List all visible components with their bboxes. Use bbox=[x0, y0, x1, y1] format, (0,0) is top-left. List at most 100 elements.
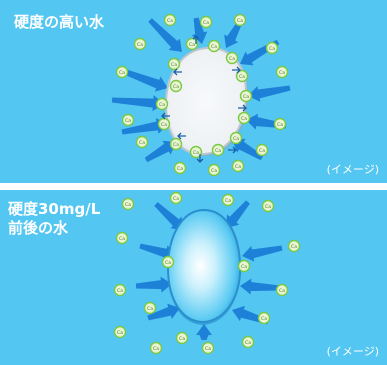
repelled-arrow-icon bbox=[228, 146, 237, 154]
calcium-ion-icon: Ca bbox=[273, 117, 287, 131]
calcium-ion-icon: Ca bbox=[237, 111, 251, 125]
svg-text:Ca: Ca bbox=[241, 264, 247, 270]
pressure-arrow-icon bbox=[148, 18, 182, 53]
svg-text:Ca: Ca bbox=[137, 42, 143, 48]
calcium-ion-icon: Ca bbox=[185, 37, 199, 51]
calcium-ion-icon: Ca bbox=[225, 51, 239, 65]
calcium-ion-icon: Ca bbox=[113, 283, 127, 297]
svg-text:Ca: Ca bbox=[147, 306, 153, 312]
calcium-ion-icon: Ca bbox=[275, 283, 289, 297]
calcium-ion-icon: Ca bbox=[121, 197, 135, 211]
svg-text:Ca: Ca bbox=[167, 18, 173, 24]
calcium-ion-icon: Ca bbox=[133, 37, 147, 51]
calcium-ion-icon: Ca bbox=[237, 259, 251, 273]
calcium-ion-icon: Ca bbox=[143, 301, 157, 315]
calcium-ion-icon: Ca bbox=[207, 39, 221, 53]
svg-text:Ca: Ca bbox=[261, 316, 267, 322]
svg-text:Ca: Ca bbox=[291, 244, 297, 250]
calcium-ion-icon: Ca bbox=[233, 13, 247, 27]
calcium-ion-icon: Ca bbox=[211, 143, 225, 157]
svg-text:Ca: Ca bbox=[153, 346, 159, 352]
pressure-arrow-icon bbox=[240, 278, 281, 295]
svg-text:Ca: Ca bbox=[203, 20, 209, 26]
svg-text:Ca: Ca bbox=[211, 44, 217, 50]
rice-grain-icon bbox=[164, 46, 248, 157]
calcium-ion-icon: Ca bbox=[235, 69, 249, 83]
calcium-ion-icon: Ca bbox=[167, 57, 181, 71]
panel-title: 硬度の高い水 bbox=[14, 13, 105, 31]
repelled-arrow-icon bbox=[232, 66, 241, 74]
svg-text:Ca: Ca bbox=[177, 166, 183, 172]
calcium-ion-icon: Ca bbox=[169, 137, 183, 151]
calcium-ion-icon: Ca bbox=[149, 341, 163, 355]
svg-text:Ca: Ca bbox=[279, 70, 285, 76]
svg-text:Ca: Ca bbox=[139, 140, 145, 146]
pressure-arrow-icon bbox=[154, 202, 184, 230]
pressure-arrow-icon bbox=[248, 85, 291, 102]
svg-text:Ca: Ca bbox=[173, 142, 179, 148]
svg-text:Ca: Ca bbox=[241, 116, 247, 122]
calcium-ion-icon: Ca bbox=[239, 89, 253, 103]
panel-title-line1: 硬度30mg/L bbox=[8, 200, 101, 218]
calcium-ion-icon: Ca bbox=[265, 41, 279, 55]
svg-text:Ca: Ca bbox=[265, 204, 271, 210]
calcium-ion-icon: Ca bbox=[175, 331, 189, 345]
pressure-arrow-icon bbox=[226, 200, 250, 228]
svg-text:Ca: Ca bbox=[279, 288, 285, 294]
calcium-ion-icon: Ca bbox=[201, 341, 215, 355]
calcium-ion-icon: Ca bbox=[229, 131, 243, 145]
calcium-ion-icon: Ca bbox=[275, 65, 289, 79]
svg-text:Ca: Ca bbox=[179, 336, 185, 342]
repelled-arrow-icon bbox=[161, 112, 170, 120]
calcium-ion-icon: Ca bbox=[221, 193, 235, 207]
calcium-ion-icon: Ca bbox=[257, 311, 271, 325]
pressure-arrow-icon bbox=[224, 20, 243, 48]
calcium-ion-icon: Ca bbox=[261, 199, 275, 213]
svg-text:Ca: Ca bbox=[173, 196, 179, 202]
calcium-ion-icon: Ca bbox=[169, 191, 183, 205]
svg-text:Ca: Ca bbox=[239, 74, 245, 80]
repelled-arrow-icon bbox=[196, 154, 204, 163]
svg-text:Ca: Ca bbox=[125, 118, 131, 124]
svg-text:Ca: Ca bbox=[277, 122, 283, 128]
calcium-ion-icon: Ca bbox=[255, 143, 269, 157]
svg-text:Ca: Ca bbox=[159, 102, 165, 108]
pressure-arrow-icon bbox=[135, 276, 172, 293]
repelled-arrow-icon bbox=[177, 132, 186, 140]
calcium-ion-icon: Ca bbox=[115, 65, 129, 79]
svg-text:Ca: Ca bbox=[189, 42, 195, 48]
pressure-arrow-icon bbox=[144, 140, 176, 163]
svg-text:Ca: Ca bbox=[119, 236, 125, 242]
calcium-ion-icon: Ca bbox=[169, 79, 183, 93]
svg-text:Ca: Ca bbox=[119, 70, 125, 76]
panel-title: 硬度30mg/L 前後の水 bbox=[8, 200, 100, 238]
calcium-ion-icon: Ca bbox=[189, 145, 203, 159]
repelled-arrow-icon bbox=[192, 35, 200, 44]
pressure-arrow-icon bbox=[147, 303, 180, 321]
pressure-arrow-icon bbox=[196, 324, 212, 340]
pressure-arrows bbox=[135, 200, 283, 340]
pressure-arrow-icon bbox=[119, 67, 168, 92]
svg-text:Ca: Ca bbox=[215, 148, 221, 154]
svg-text:Ca: Ca bbox=[117, 288, 123, 294]
svg-text:Ca: Ca bbox=[233, 136, 239, 142]
calcium-ion-icon: Ca bbox=[113, 325, 127, 339]
pressure-arrow-icon bbox=[111, 95, 164, 112]
calcium-ion-icon: Ca bbox=[155, 97, 169, 111]
calcium-ion-icon: Ca bbox=[199, 15, 213, 29]
calcium-ion-icon: Ca bbox=[157, 117, 171, 131]
illustration-note: (イメージ) bbox=[326, 345, 379, 358]
repelled-arrows bbox=[161, 35, 247, 163]
pressure-arrow-icon bbox=[242, 245, 283, 262]
svg-text:Ca: Ca bbox=[125, 202, 131, 208]
calcium-ion-icon: Ca bbox=[115, 231, 129, 245]
svg-text:Ca: Ca bbox=[243, 94, 249, 100]
calcium-ion-icon: Ca bbox=[207, 163, 221, 177]
svg-text:Ca: Ca bbox=[269, 46, 275, 52]
svg-text:Ca: Ca bbox=[117, 330, 123, 336]
illustration-note: (イメージ) bbox=[326, 163, 379, 176]
calcium-ion-icon: Ca bbox=[287, 239, 301, 253]
